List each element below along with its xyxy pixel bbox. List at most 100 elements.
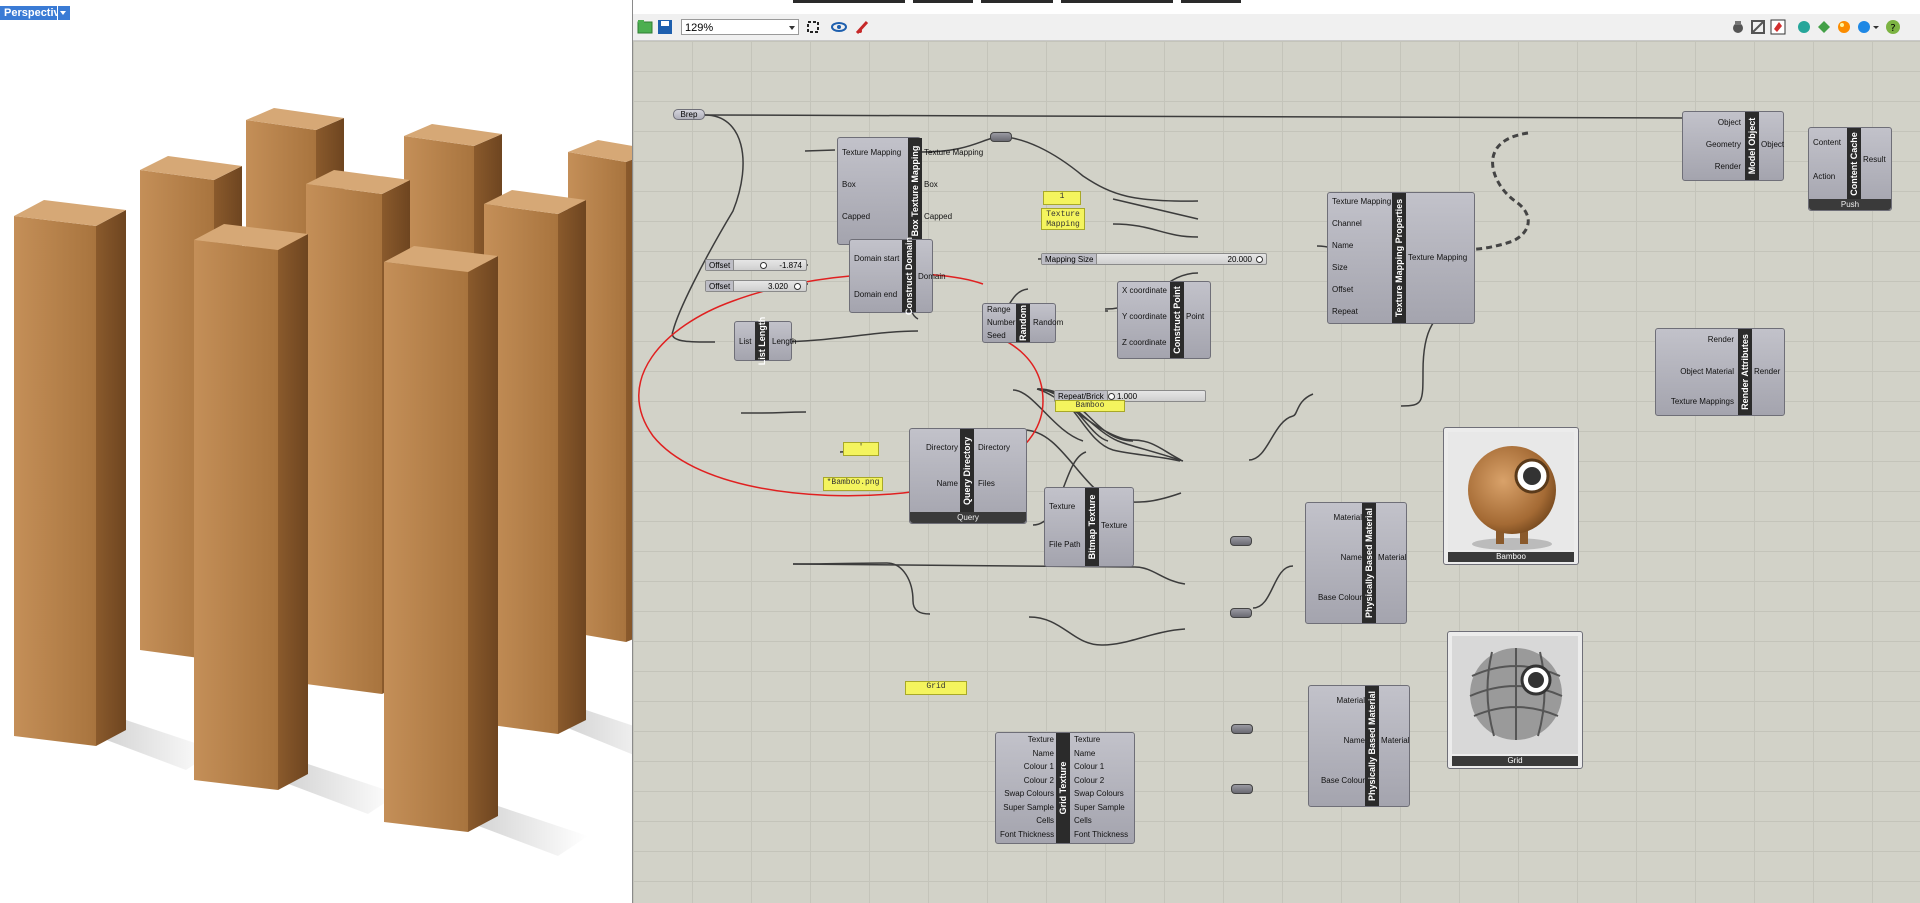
output-object[interactable]: Object <box>1761 140 1785 149</box>
wire-relay[interactable] <box>990 132 1012 142</box>
wire-relay[interactable] <box>1231 784 1253 794</box>
push-button[interactable]: Push <box>1809 199 1891 210</box>
input-object-material[interactable]: Object Material <box>1680 367 1734 376</box>
input-repeat[interactable]: Repeat <box>1332 307 1358 316</box>
input-pin[interactable]: Name <box>1032 748 1054 758</box>
panel-divider[interactable] <box>632 0 633 903</box>
rhino-viewport[interactable]: Perspective <box>0 0 632 903</box>
material-preview-bamboo[interactable]: Bamboo <box>1443 427 1579 565</box>
input-pin[interactable]: Texture <box>1027 735 1054 744</box>
physically-based-material-2[interactable]: Material Name Base Colour Physically Bas… <box>1308 685 1410 807</box>
output-pin[interactable]: Swap Colours <box>1074 789 1124 798</box>
input-z-coordinate[interactable]: Z coordinate <box>1122 338 1167 347</box>
input-x-coordinate[interactable]: X coordinate <box>1122 286 1167 295</box>
output-directory[interactable]: Directory <box>978 443 1011 452</box>
input-texture-mapping[interactable]: Texture Mapping <box>1332 197 1392 206</box>
wire-relay[interactable] <box>1231 724 1253 734</box>
output-pin[interactable]: Font Thickness <box>1074 829 1129 839</box>
input-pin[interactable]: Colour 2 <box>1023 775 1054 785</box>
input-render[interactable]: Render <box>1714 162 1741 171</box>
input-domain-end[interactable]: Domain end <box>854 290 898 299</box>
list-length-component[interactable]: List List Length Length <box>734 317 796 365</box>
wire-relay[interactable] <box>1230 608 1252 618</box>
wire-relay[interactable] <box>1230 536 1252 546</box>
input-material[interactable]: Material <box>1333 513 1362 522</box>
output-files[interactable]: Files <box>978 479 995 488</box>
output-capped[interactable]: Capped <box>924 212 953 221</box>
panel-grid[interactable]: Grid <box>905 681 967 695</box>
zoom-dropdown[interactable]: 129% <box>681 19 799 35</box>
construct-point-component[interactable]: X coordinate Y coordinate Z coordinate C… <box>1117 281 1211 359</box>
input-list[interactable]: List <box>739 337 752 346</box>
input-base-colour[interactable]: Base Colour <box>1317 593 1362 602</box>
output-material[interactable]: Material <box>1378 553 1407 562</box>
input-number[interactable]: Number <box>987 318 1016 327</box>
physically-based-material-1[interactable]: Material Name Base Colour Physically Bas… <box>1305 502 1407 624</box>
output-pin[interactable]: Super Sample <box>1074 802 1125 812</box>
output-pin[interactable]: Colour 1 <box>1074 762 1105 771</box>
input-channel[interactable]: Channel <box>1332 219 1362 228</box>
panel-bamboo[interactable]: Bamboo <box>1055 400 1125 412</box>
input-geometry[interactable]: Geometry <box>1705 140 1741 149</box>
input-directory[interactable]: Directory <box>925 443 958 452</box>
panel-texture-mapping[interactable]: Texture Mapping <box>1041 208 1085 230</box>
brep-param[interactable]: Brep <box>673 109 705 120</box>
output-result[interactable]: Result <box>1863 155 1886 164</box>
input-texture-mapping[interactable]: Texture Mapping <box>842 148 902 157</box>
input-size[interactable]: Size <box>1332 263 1348 272</box>
query-directory-component[interactable]: Directory Name Query Directory Directory… <box>909 428 1027 524</box>
preview-colour-icon[interactable] <box>1836 19 1852 35</box>
panel-directory-dot[interactable]: ' <box>843 442 879 456</box>
preview-selected-icon[interactable] <box>1770 19 1786 35</box>
model-object-component[interactable]: Object Geometry Render Model Object Obje… <box>1682 111 1784 181</box>
input-capped[interactable]: Capped <box>842 212 871 221</box>
input-name[interactable]: Name <box>1343 736 1365 745</box>
document-preview-icon[interactable] <box>1816 19 1832 35</box>
input-name[interactable]: Name <box>1340 553 1362 562</box>
output-pin[interactable]: Colour 2 <box>1074 775 1105 785</box>
input-render[interactable]: Render <box>1707 335 1734 344</box>
viewport-dropdown-icon[interactable] <box>57 6 69 20</box>
panel-bamboo-png[interactable]: *Bamboo.png <box>823 477 883 491</box>
save-file-icon[interactable] <box>657 19 673 35</box>
mesh-settings-icon[interactable] <box>1796 19 1812 35</box>
input-pin[interactable]: Cells <box>1036 816 1054 825</box>
input-pin[interactable]: Font Thickness <box>1000 829 1055 839</box>
preview-wireframe-icon[interactable] <box>1730 19 1746 35</box>
box-texture-mapping-component[interactable]: Texture Mapping Box Capped Box Texture M… <box>837 137 983 245</box>
input-pin[interactable]: Swap Colours <box>1004 789 1054 798</box>
material-preview-grid[interactable]: Grid <box>1447 631 1583 769</box>
random-component[interactable]: Range Number Seed Random Random <box>982 303 1063 343</box>
render-preview-icon[interactable] <box>1856 19 1872 35</box>
input-seed[interactable]: Seed <box>987 331 1006 340</box>
output-random[interactable]: Random <box>1033 318 1064 327</box>
input-name[interactable]: Name <box>1332 241 1354 250</box>
output-material[interactable]: Material <box>1381 736 1410 745</box>
texture-mapping-properties-component[interactable]: Texture Mapping Channel Name Size Offset… <box>1327 192 1475 324</box>
input-y-coordinate[interactable]: Y coordinate <box>1122 312 1167 321</box>
input-content[interactable]: Content <box>1813 138 1842 147</box>
input-texture-mappings[interactable]: Texture Mappings <box>1670 397 1734 406</box>
construct-domain-component[interactable]: Domain start Domain end Construct Domain… <box>849 237 946 315</box>
sketch-pen-icon[interactable] <box>855 19 871 35</box>
output-render[interactable]: Render <box>1754 367 1781 376</box>
content-cache-component[interactable]: Content Action Content Cache Result Push <box>1808 127 1892 211</box>
help-icon[interactable]: ? <box>1885 19 1901 35</box>
slider-offset-1[interactable]: Offset -1.874 <box>705 259 807 271</box>
output-texture[interactable]: Texture <box>1101 521 1128 530</box>
preview-shaded-icon[interactable] <box>1750 19 1766 35</box>
input-base-colour[interactable]: Base Colour <box>1320 776 1365 785</box>
render-attributes-component[interactable]: Render Object Material Texture Mappings … <box>1655 328 1785 416</box>
slider-mapping-size[interactable]: Mapping Size 20.000 <box>1041 253 1267 265</box>
output-domain[interactable]: Domain <box>918 272 946 281</box>
output-texture-mapping[interactable]: Texture Mapping <box>924 148 984 157</box>
bitmap-texture-component[interactable]: Texture File Path Bitmap Texture Texture <box>1044 487 1134 567</box>
input-pin[interactable]: Colour 1 <box>1023 762 1054 771</box>
output-texture-mapping[interactable]: Texture Mapping <box>1408 253 1468 262</box>
input-name[interactable]: Name <box>936 479 958 488</box>
input-domain-start[interactable]: Domain start <box>854 254 900 263</box>
input-action[interactable]: Action <box>1813 172 1836 181</box>
chevron-down-icon[interactable] <box>1871 19 1881 35</box>
input-range[interactable]: Range <box>987 305 1011 314</box>
